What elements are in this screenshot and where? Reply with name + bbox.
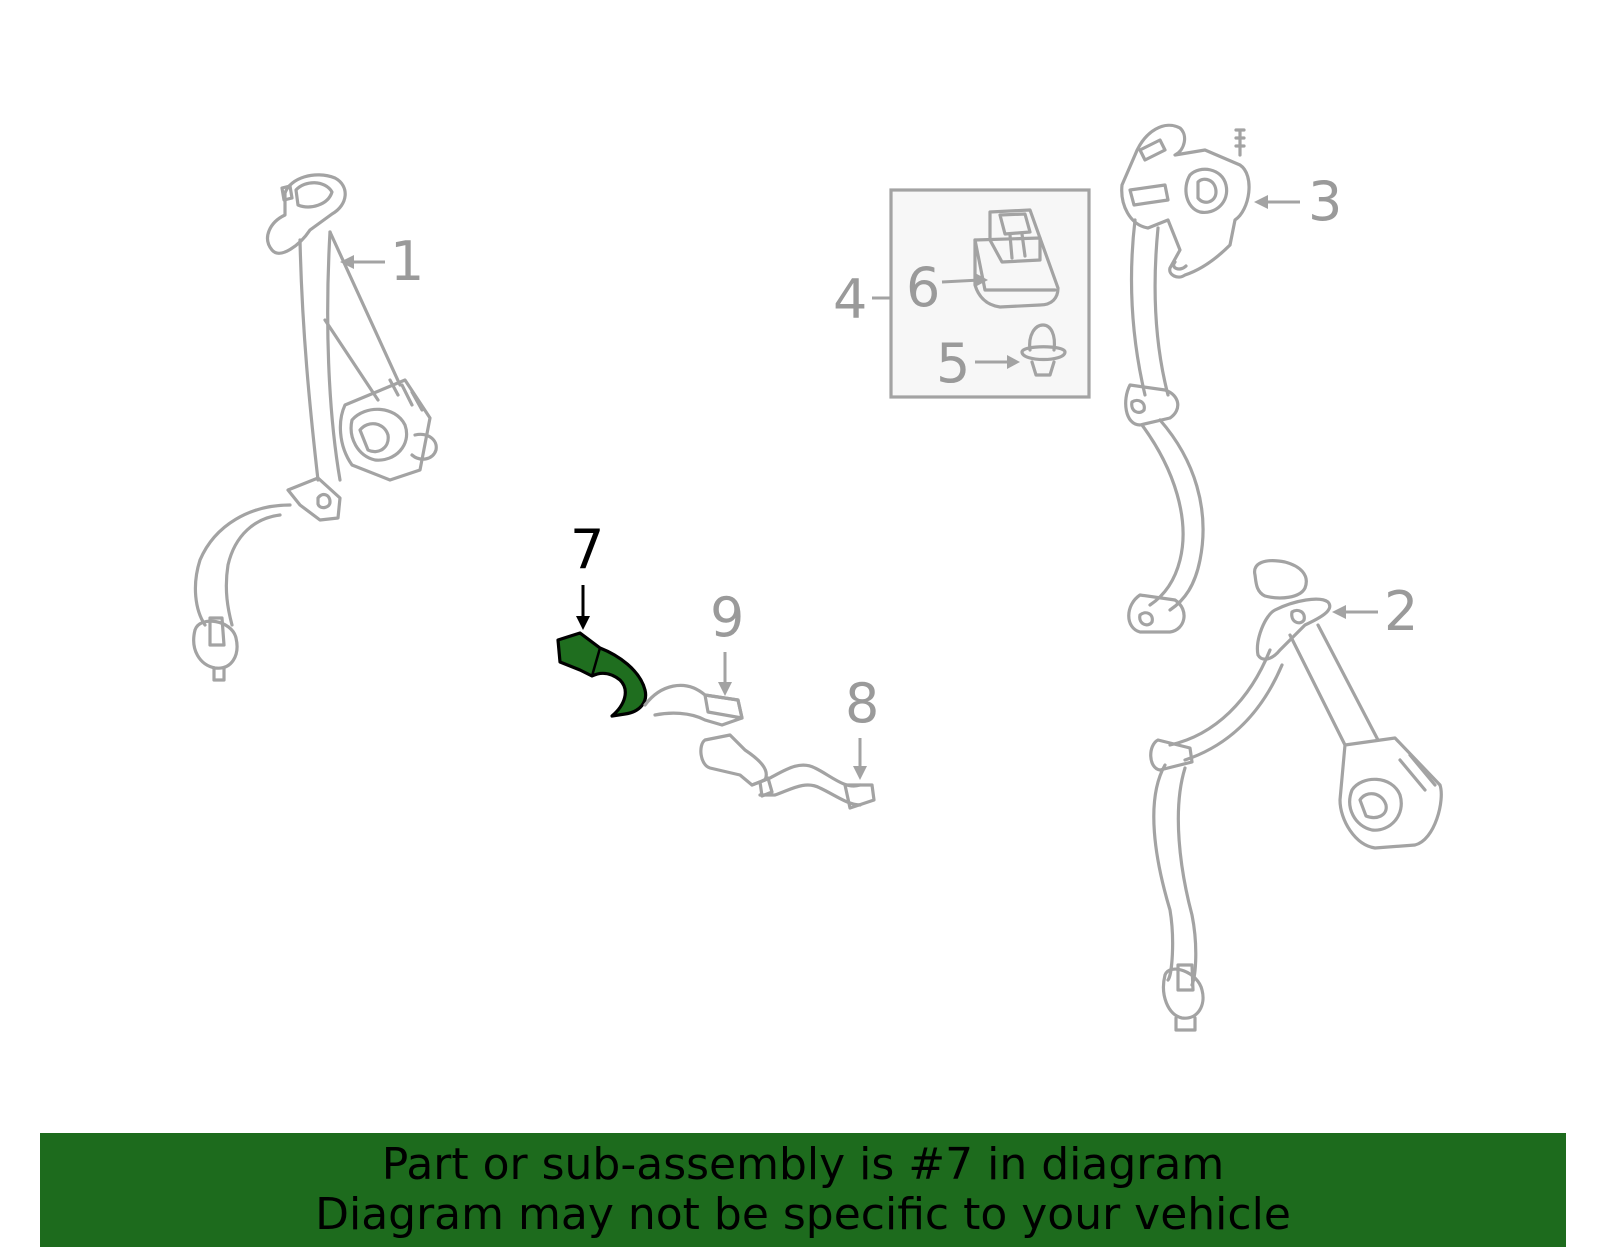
svg-text:2: 2 [1384,580,1418,643]
svg-text:4: 4 [833,268,867,331]
part-9-strap[interactable] [643,683,744,727]
callout-1: 1 [340,230,424,293]
part-3-seat-belt[interactable] [1120,123,1251,634]
callout-3: 3 [1254,170,1342,233]
part-2-seat-belt[interactable] [1149,559,1443,1032]
callout-6: 6 [906,256,988,319]
svg-text:1: 1 [390,230,424,293]
svg-text:5: 5 [936,332,970,395]
part-5-clip[interactable] [1020,323,1067,377]
info-banner: Part or sub-assembly is #7 in diagram Di… [40,1133,1566,1247]
part-1-seat-belt[interactable] [192,173,438,682]
svg-text:3: 3 [1308,170,1342,233]
callout-9: 9 [710,586,744,696]
svg-text:7: 7 [570,518,604,581]
callout-2: 2 [1332,580,1418,643]
svg-text:8: 8 [845,672,879,735]
callout-7: 7 [570,518,604,630]
banner-line-2: Diagram may not be specific to your vehi… [315,1189,1291,1240]
part-6-stop-button[interactable] [973,208,1060,309]
callout-8: 8 [845,672,879,780]
part-7-cover-highlighted[interactable] [556,631,648,718]
part-8-strap[interactable] [699,733,876,810]
banner-line-1: Part or sub-assembly is #7 in diagram [381,1139,1225,1190]
callout-5: 5 [936,332,1020,395]
svg-text:9: 9 [710,586,744,649]
callout-4: 4 [833,268,890,331]
svg-text:6: 6 [906,256,940,319]
